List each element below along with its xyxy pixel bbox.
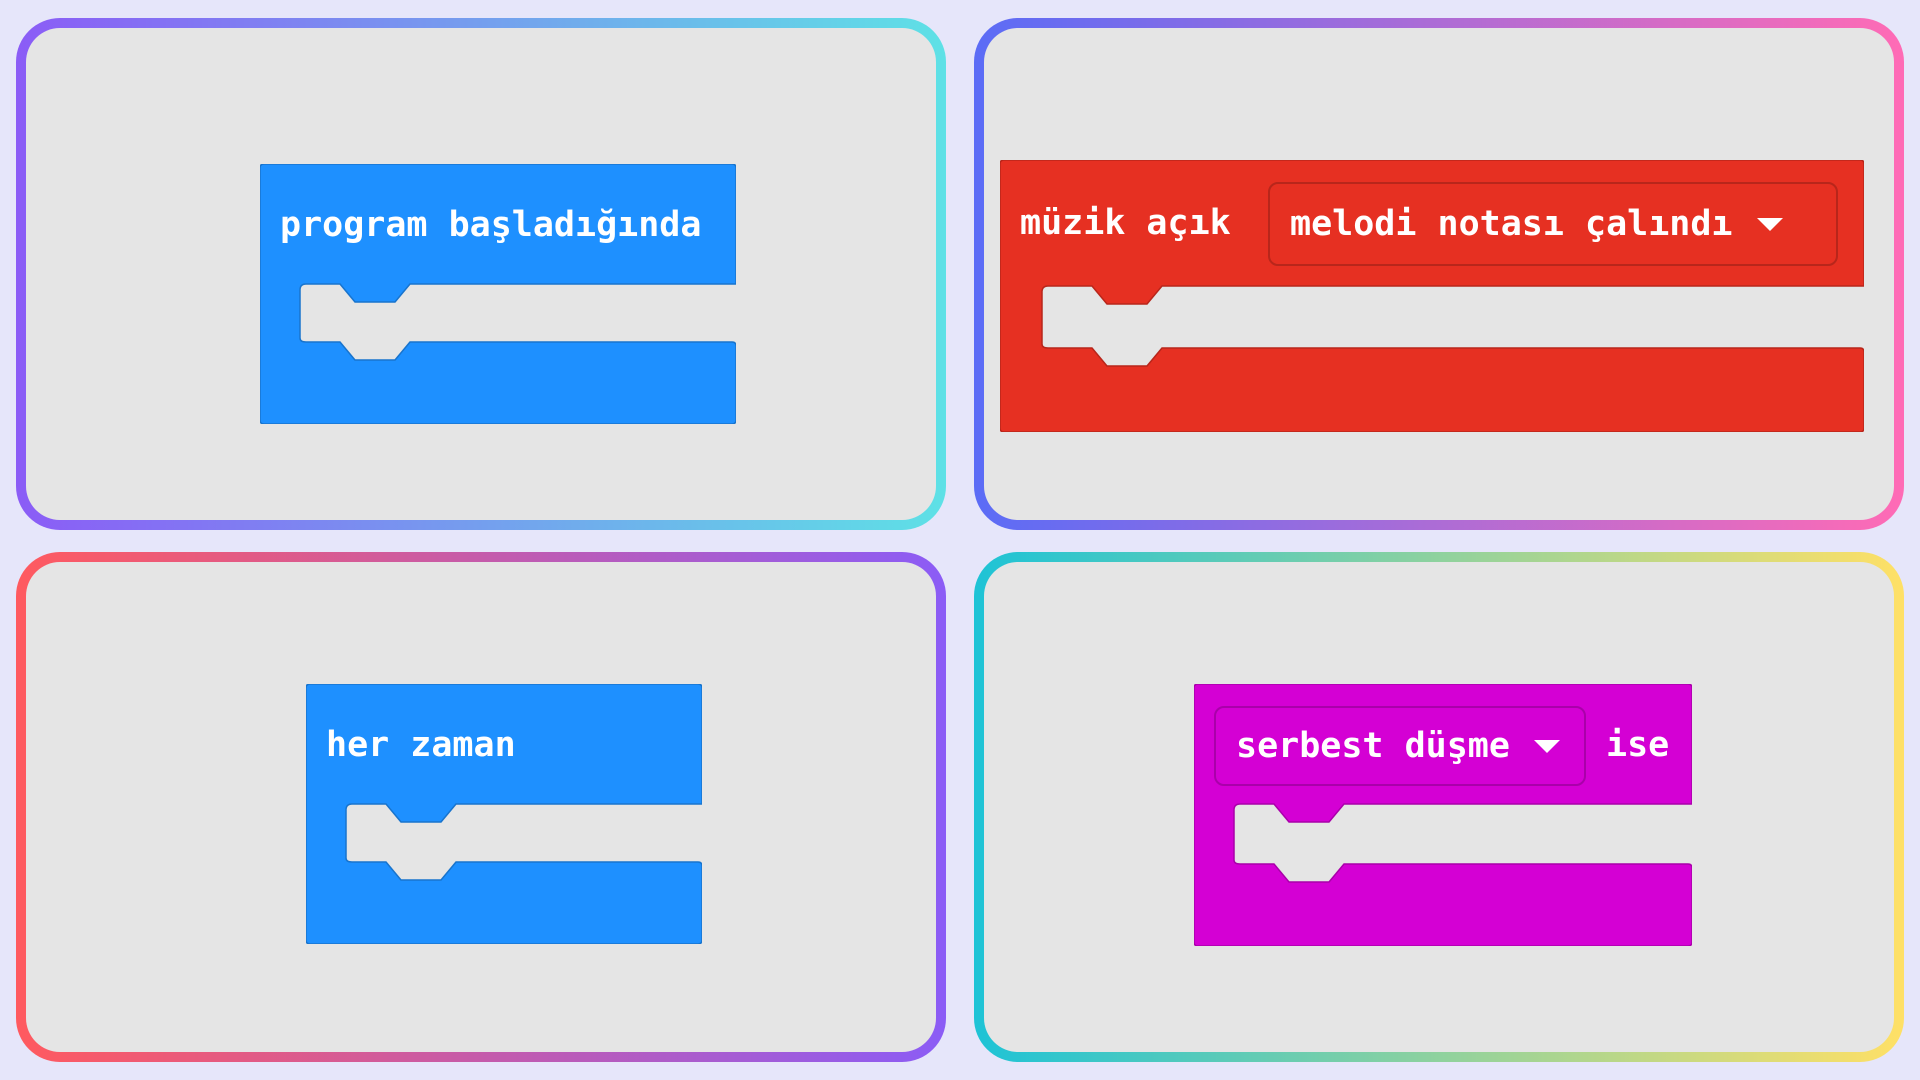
panel-forever: her zaman bbox=[16, 552, 946, 1062]
workspace-on-start: program başladığında bbox=[26, 28, 936, 520]
gesture-dropdown[interactable]: serbest düşme bbox=[1214, 706, 1586, 786]
panel-music-event: müzik açık melodi notası çalındı bbox=[974, 18, 1904, 530]
music-event-block[interactable]: müzik açık melodi notası çalındı bbox=[1000, 160, 1864, 432]
gesture-event-block[interactable]: serbest düşme ise bbox=[1194, 684, 1692, 946]
forever-label: her zaman bbox=[326, 725, 516, 765]
music-event-dropdown-value: melodi notası çalındı bbox=[1290, 203, 1733, 244]
music-event-label: müzik açık bbox=[1020, 203, 1231, 243]
chevron-down-icon bbox=[1533, 739, 1560, 753]
panel-gesture-event: serbest düşme ise bbox=[974, 552, 1904, 1062]
on-start-block-shape bbox=[260, 164, 736, 424]
gesture-dropdown-value: serbest düşme bbox=[1236, 725, 1510, 766]
workspace-forever: her zaman bbox=[26, 562, 936, 1052]
forever-block[interactable]: her zaman bbox=[306, 684, 702, 944]
workspace-gesture-event: serbest düşme ise bbox=[984, 562, 1894, 1052]
chevron-down-icon bbox=[1756, 217, 1783, 231]
forever-block-shape bbox=[306, 684, 702, 944]
on-start-label: program başladığında bbox=[280, 205, 702, 245]
workspace-music-event: müzik açık melodi notası çalındı bbox=[984, 28, 1894, 520]
music-event-dropdown[interactable]: melodi notası çalındı bbox=[1268, 182, 1838, 266]
gesture-suffix-label: ise bbox=[1606, 725, 1670, 765]
on-start-block[interactable]: program başladığında bbox=[260, 164, 736, 424]
panel-on-start: program başladığında bbox=[16, 18, 946, 530]
